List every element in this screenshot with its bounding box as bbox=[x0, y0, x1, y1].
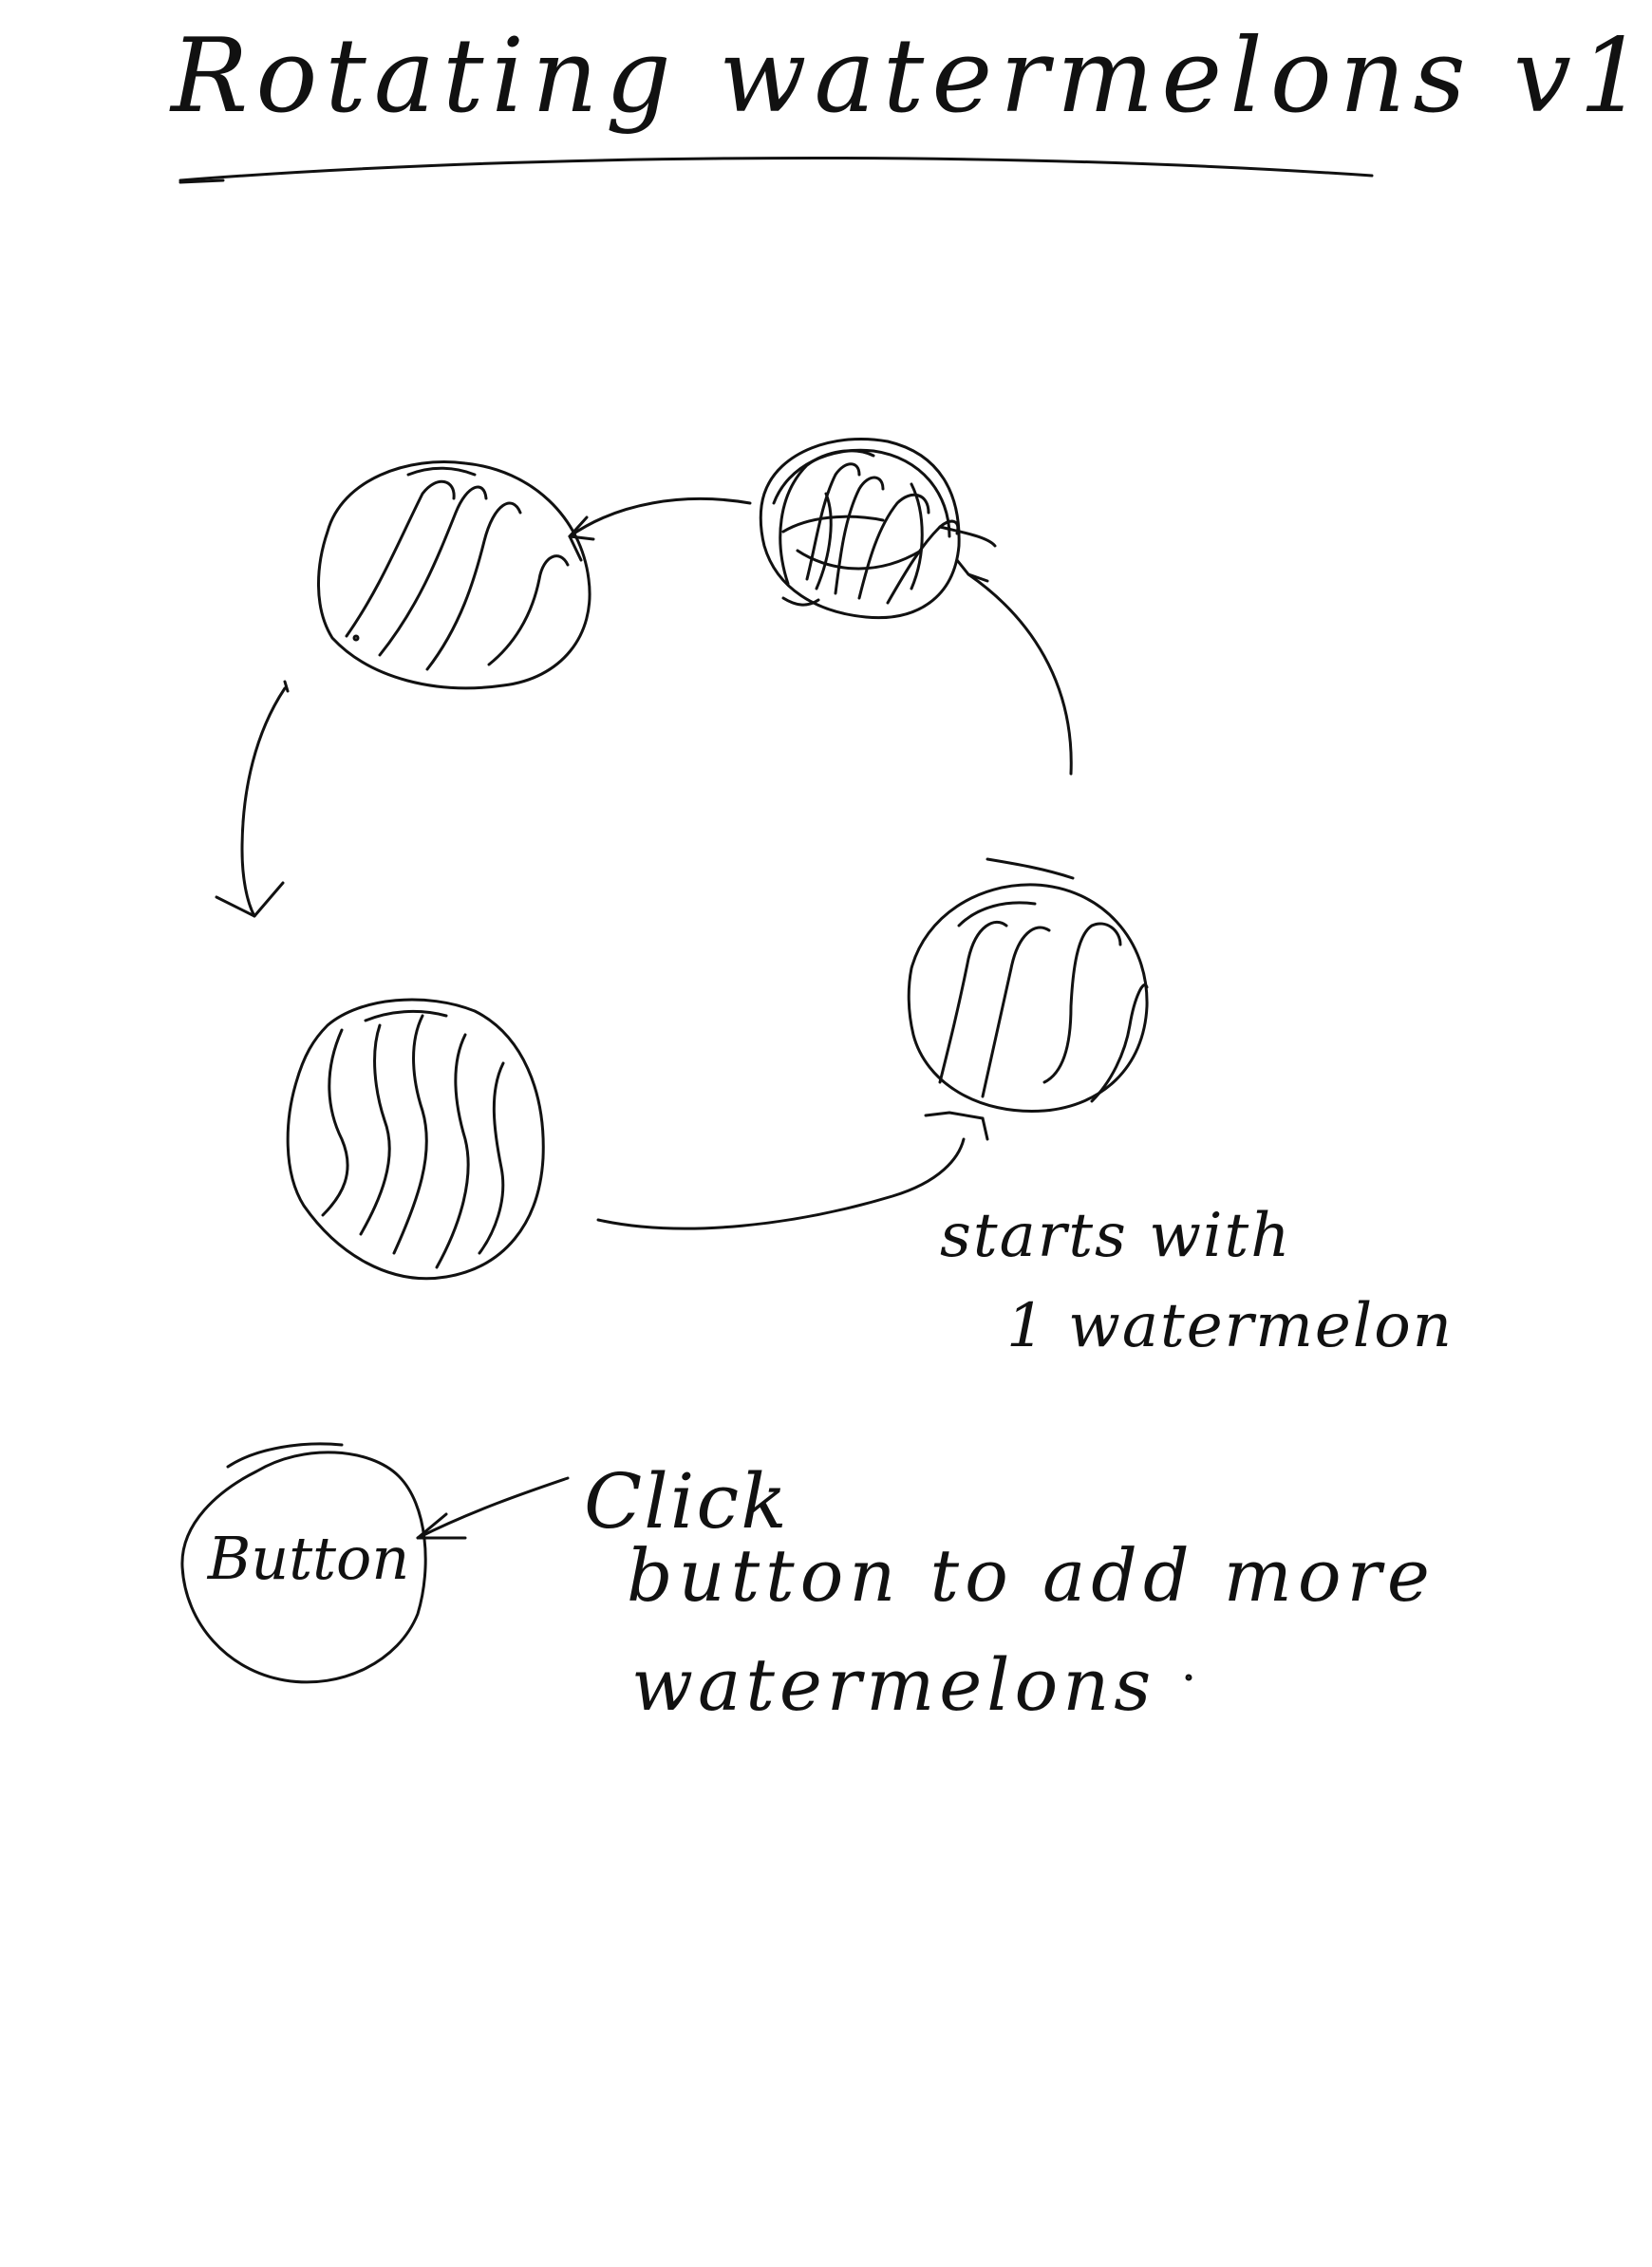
start-note-line1: starts with bbox=[940, 1201, 1292, 1271]
arrow-right bbox=[967, 572, 1073, 776]
start-note-line2: 1 watermelon bbox=[1006, 1291, 1454, 1361]
pointer-arrow bbox=[416, 1476, 570, 1540]
page-title: Rotating watermelons v1 bbox=[171, 17, 1652, 136]
add-watermelon-button[interactable]: Button bbox=[204, 1524, 413, 1593]
button-circle bbox=[180, 1451, 427, 1684]
watermelon-top-right bbox=[759, 437, 997, 620]
sketch-canvas bbox=[178, 157, 1374, 1684]
instruction-line3: watermelons bbox=[631, 1642, 1156, 1727]
arrow-top bbox=[568, 497, 752, 538]
watermelon-bottom-right bbox=[907, 857, 1149, 1113]
arrow-bottom bbox=[596, 1137, 966, 1230]
title-underline bbox=[178, 157, 1374, 182]
arrow-left bbox=[240, 686, 287, 918]
instruction-line2: button to add more bbox=[627, 1533, 1436, 1618]
instruction-line1: Click bbox=[584, 1457, 789, 1546]
watermelon-top-left bbox=[317, 460, 591, 690]
watermelon-bottom-left bbox=[286, 998, 545, 1281]
